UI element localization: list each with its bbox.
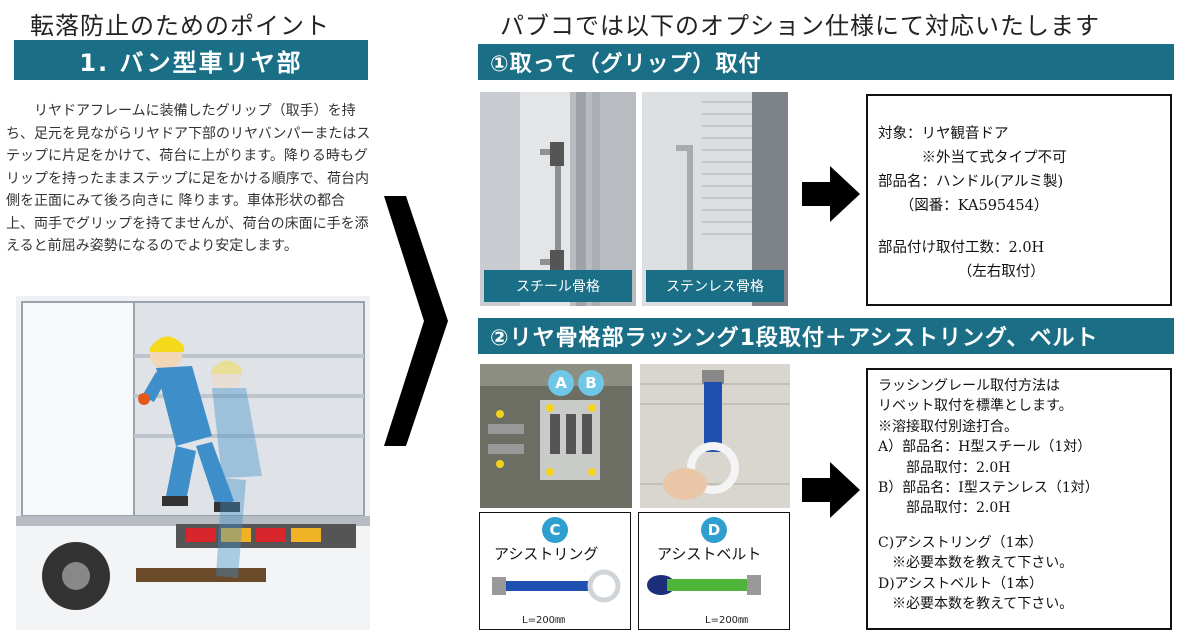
spec-line: ※外当て式タイプ不可: [878, 150, 1067, 166]
stainless-frame-photo: ステンレス骨格: [642, 92, 788, 306]
assist-ring-photo: [640, 364, 790, 508]
assist-belt-length: L=200㎜: [705, 615, 749, 626]
section1-bar: ①取って（グリップ）取付: [478, 44, 1174, 80]
badge-b: B: [578, 370, 604, 396]
spec-line: 部品付け取付工数：2.0H: [878, 240, 1045, 256]
lashing-rail-photo: A B: [480, 364, 632, 508]
left-heading: 転落防止のためのポイント: [30, 12, 330, 40]
assist-ring-item: C アシストリング L=200㎜: [479, 512, 631, 630]
spec-line: A）部品名：H型スチール（1対）: [878, 439, 1092, 456]
spec-line: 対象：リヤ観音ドア: [878, 126, 1009, 142]
badge-a: A: [548, 370, 574, 396]
arrow-right-icon: [802, 462, 860, 522]
assist-belt-label: アシストベルト: [657, 545, 762, 563]
steel-frame-photo: スチール骨格: [480, 92, 636, 306]
spec-line: C)アシストリング（1本）: [878, 534, 1043, 551]
assist-belt-item: D アシストベルト L=200㎜: [638, 512, 790, 630]
spec-line: B）部品名：I型ステンレス（1対）: [878, 480, 1099, 497]
worker-climbing-illustration: [16, 296, 370, 630]
spec-line: （左右取付）: [878, 264, 1045, 280]
spec-line: ※必要本数を教えて下さい。: [878, 596, 1074, 613]
spec-line: リベット取付を標準とします。: [878, 398, 1073, 415]
spec-line: D)アシストベルト（1本）: [878, 575, 1044, 592]
arrow-right-icon: [802, 166, 860, 226]
assist-ring-length: L=200㎜: [522, 615, 566, 626]
lashing-spec-box: ラッシングレール取付方法は リベット取付を標準とします。 ※溶接取付別途打合。 …: [866, 368, 1172, 630]
spec-line: 部品取付：2.0H: [878, 459, 1011, 476]
steel-frame-caption: スチール骨格: [484, 270, 632, 302]
stainless-frame-caption: ステンレス骨格: [646, 270, 784, 302]
chevron-right-icon: [384, 196, 450, 450]
grip-spec-box: 対象：リヤ観音ドア ※外当て式タイプ不可 部品名：ハンドル(アルミ製) （図番：…: [866, 94, 1172, 306]
section2-bar: ②リヤ骨格部ラッシング1段取付＋アシストリング、ベルト: [478, 318, 1174, 354]
right-heading: パブコでは以下のオプション仕様にて対応いたします: [500, 12, 1100, 40]
spec-line: ※溶接取付別途打合。: [878, 418, 1018, 435]
spec-line: 部品名：ハンドル(アルミ製): [878, 174, 1064, 190]
spec-line: 部品取付：2.0H: [878, 500, 1011, 517]
spec-line: ラッシングレール取付方法は: [878, 378, 1060, 394]
left-section-bar: 1. バン型車リヤ部: [14, 40, 368, 80]
spec-line: （図番：KA595454）: [878, 198, 1049, 214]
assist-ring-label: アシストリング: [494, 545, 599, 563]
spec-line: ※必要本数を教えて下さい。: [878, 555, 1074, 572]
left-paragraph: リヤドアフレームに装備したグリップ（取手）を持ち、足元を見ながらリヤドア下部のリ…: [6, 103, 371, 254]
badge-c: C: [542, 517, 568, 543]
badge-d: D: [701, 517, 727, 543]
